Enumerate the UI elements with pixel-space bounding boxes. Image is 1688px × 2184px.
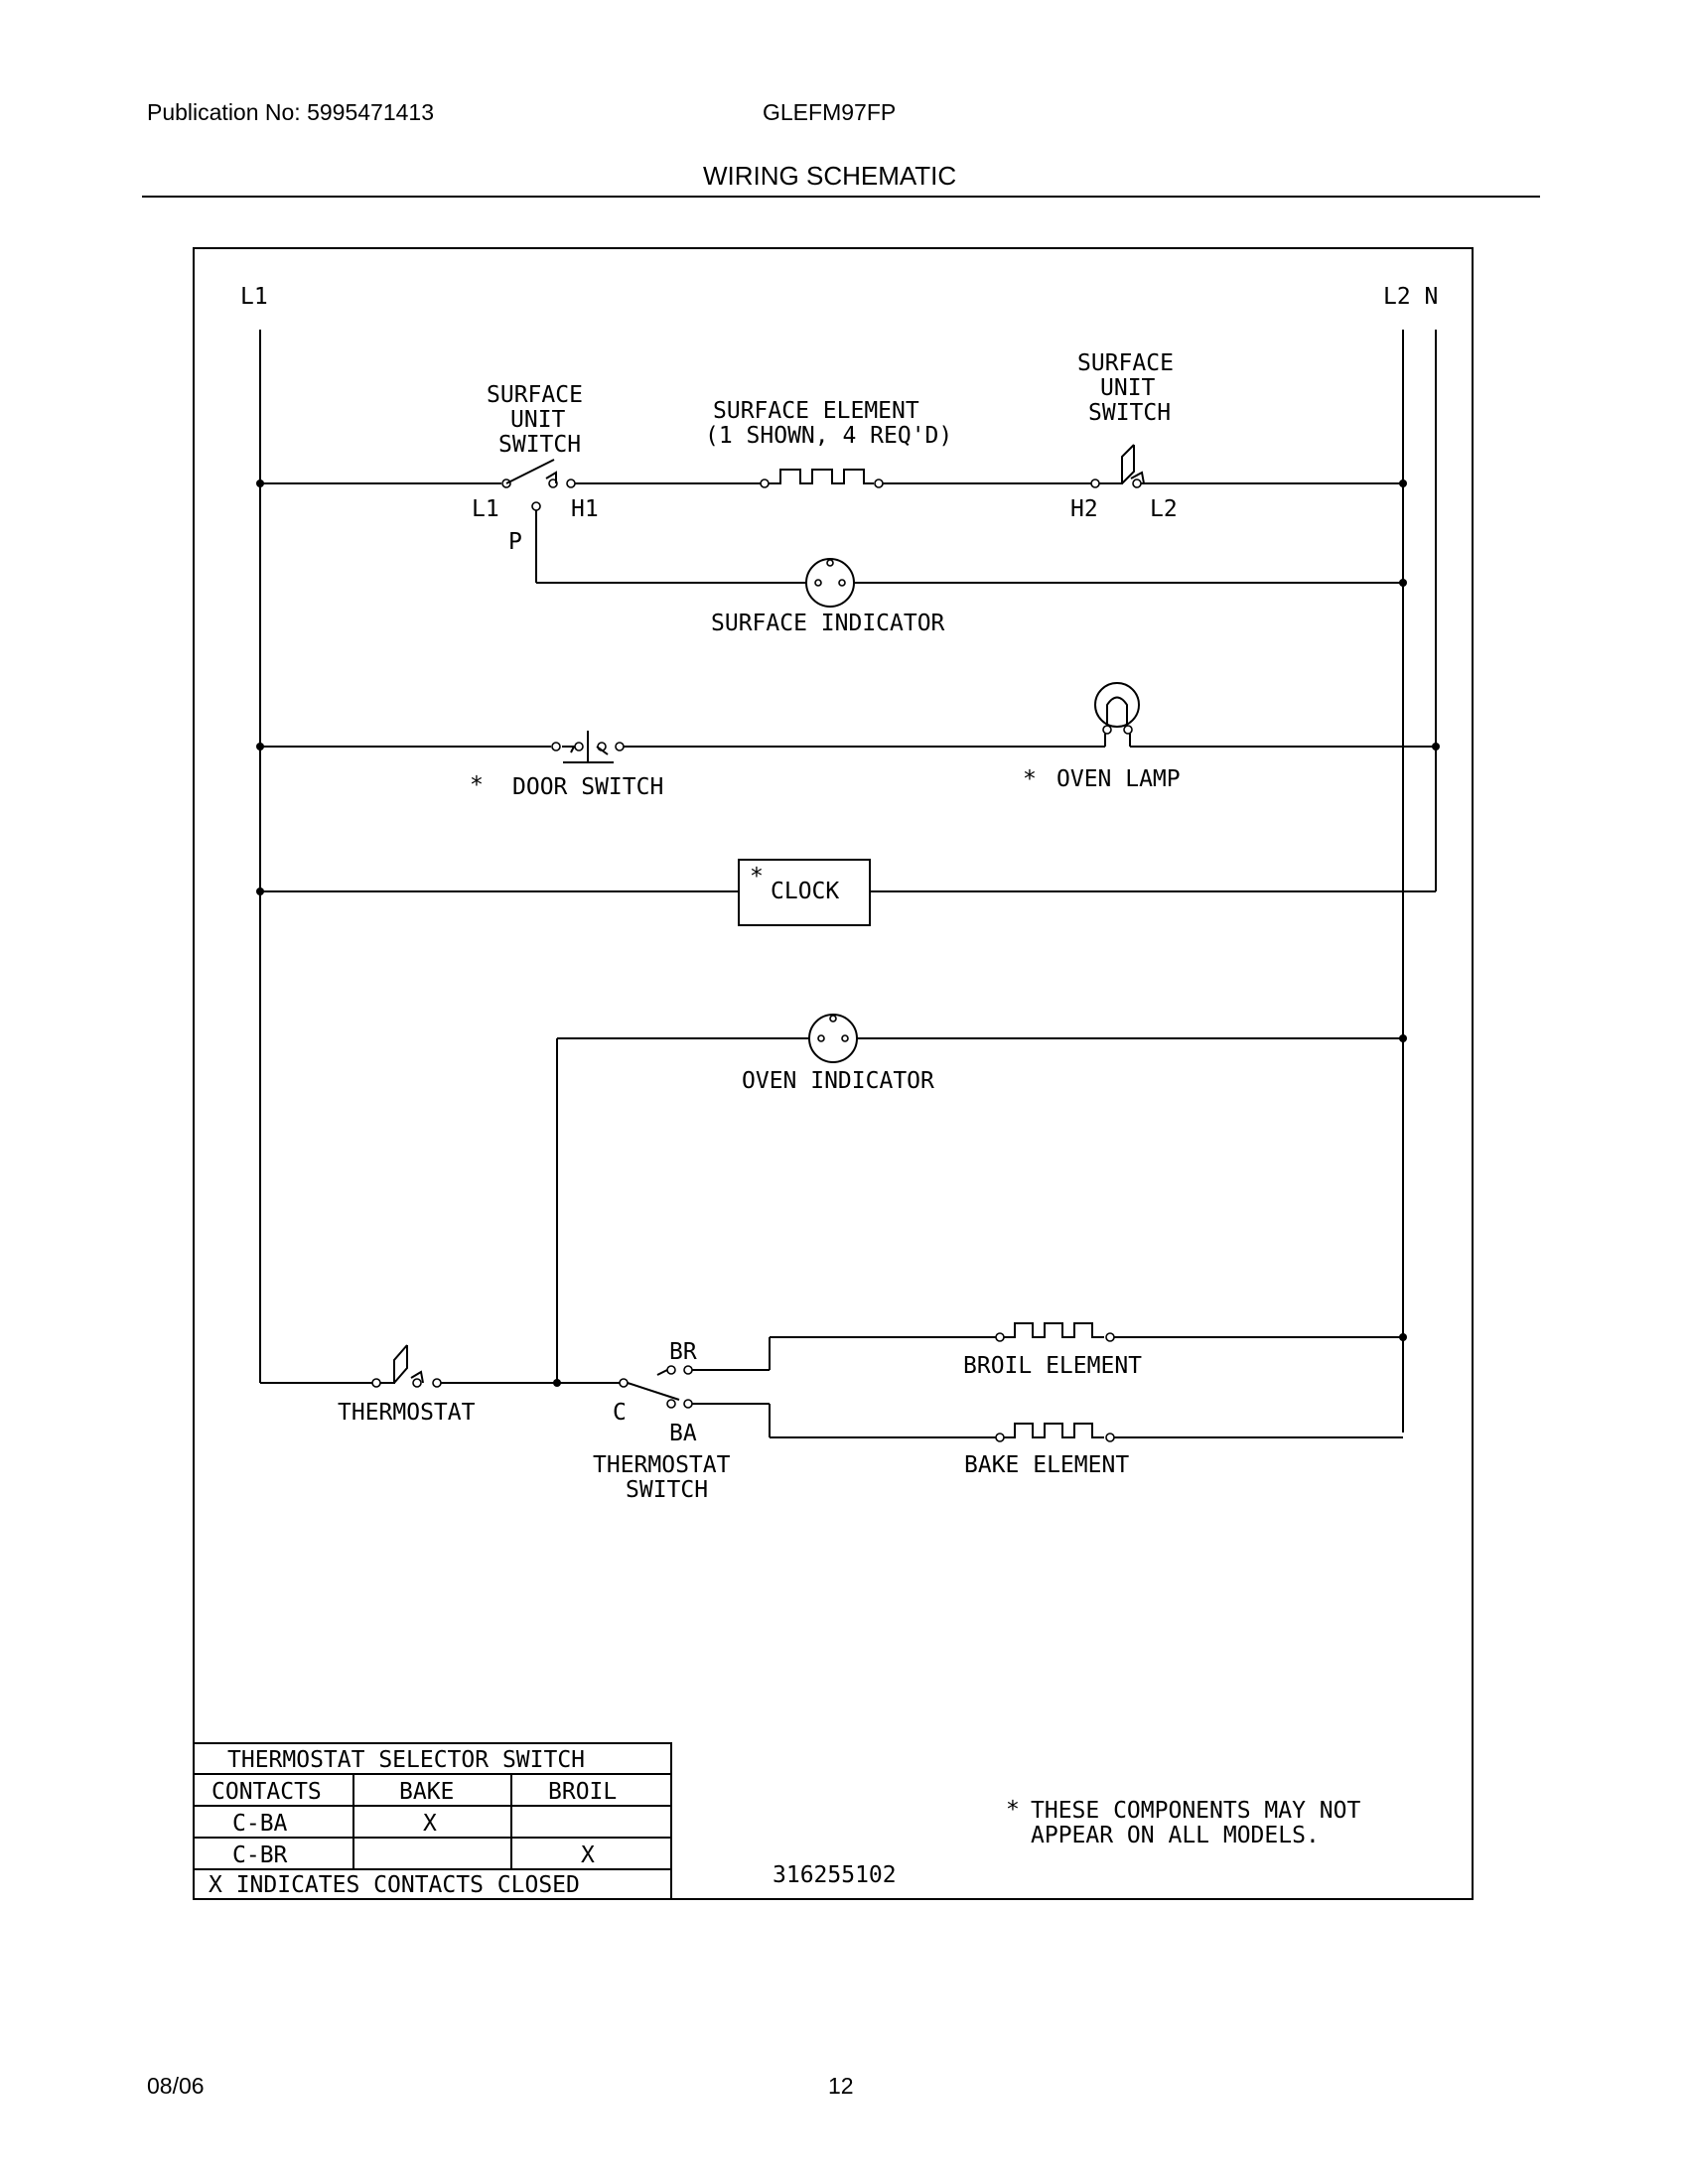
surface-indicator-label: SURFACE INDICATOR: [711, 611, 945, 636]
terminal-l2: L2: [1150, 496, 1178, 522]
selector-row2-contacts: C-BR: [232, 1843, 288, 1868]
schematic-frame: [193, 247, 1474, 1900]
oven-lamp-asterisk: *: [1023, 766, 1037, 792]
door-switch-asterisk: *: [470, 772, 484, 798]
surface-switch-right-line1: SURFACE: [1077, 350, 1174, 376]
broil-element-label: BROIL ELEMENT: [963, 1353, 1142, 1379]
selector-table-legend: X INDICATES CONTACTS CLOSED: [209, 1872, 580, 1898]
selector-header-broil: BROIL: [548, 1779, 617, 1805]
surface-switch-left-line3: SWITCH: [498, 432, 581, 458]
oven-lamp: * OVEN LAMP: [1023, 682, 1440, 792]
page-number: 12: [828, 2073, 854, 2099]
surface-switch-right-line3: SWITCH: [1088, 400, 1171, 426]
surface-indicator-circuit: SURFACE INDICATOR: [535, 510, 1407, 636]
thermostat-switch-line1: THERMOSTAT: [593, 1452, 731, 1478]
terminal-c: C: [613, 1400, 627, 1426]
header-rule: [142, 196, 1540, 198]
oven-lamp-label: OVEN LAMP: [1056, 766, 1181, 792]
note-line1: THESE COMPONENTS MAY NOT: [1031, 1798, 1360, 1824]
thermostat-switch-line2: SWITCH: [626, 1477, 708, 1503]
surface-element-line2: (1 SHOWN, 4 REQ'D): [705, 423, 952, 449]
terminal-br: BR: [669, 1339, 697, 1365]
terminal-ba: BA: [669, 1421, 697, 1446]
rail-right-label: L2 N: [1383, 284, 1438, 310]
selector-row1-bake: X: [423, 1811, 437, 1837]
rail-left-label: L1: [240, 284, 268, 310]
clock-label: CLOCK: [771, 879, 839, 904]
selector-row2-broil: X: [581, 1843, 595, 1868]
surface-element-line1: SURFACE ELEMENT: [713, 398, 919, 424]
selector-row1-contacts: C-BA: [232, 1811, 288, 1837]
clock-circuit: * CLOCK: [256, 859, 1436, 926]
surface-element-label: SURFACE ELEMENT (1 SHOWN, 4 REQ'D): [705, 398, 952, 449]
page-title: WIRING SCHEMATIC: [703, 161, 957, 191]
selector-header-bake: BAKE: [399, 1779, 454, 1805]
oven-indicator-circuit: OVEN INDICATOR: [556, 1014, 1407, 1383]
part-number: 316255102: [773, 1862, 897, 1888]
bake-element-label: BAKE ELEMENT: [964, 1452, 1129, 1478]
selector-header-contacts: CONTACTS: [211, 1779, 322, 1805]
surface-switch-left-line2: UNIT: [510, 407, 566, 433]
selector-table-title: THERMOSTAT SELECTOR SWITCH: [227, 1747, 585, 1773]
terminal-h2: H2: [1070, 496, 1098, 522]
oven-heating-circuit: THERMOSTAT BR C BA THERMOSTAT SWITCH BRO…: [260, 1322, 1407, 1503]
door-switch-circuit: * DOOR SWITCH: [256, 731, 1105, 800]
footer-date: 08/06: [147, 2073, 205, 2099]
note-line2: APPEAR ON ALL MODELS.: [1031, 1823, 1320, 1848]
publication-number: Publication No: 5995471413: [147, 99, 435, 125]
terminal-l1: L1: [472, 496, 499, 522]
thermostat-label: THERMOSTAT: [338, 1400, 476, 1426]
surface-element-circuit: [256, 444, 1407, 488]
clock-asterisk: *: [750, 864, 764, 889]
surface-unit-switch-right: SURFACE UNIT SWITCH H2 L2: [1070, 350, 1178, 522]
oven-indicator-label: OVEN INDICATOR: [742, 1068, 934, 1094]
door-switch-label: DOOR SWITCH: [512, 774, 663, 800]
note-asterisk: *: [1006, 1797, 1020, 1823]
model-number: GLEFM97FP: [763, 99, 897, 125]
terminal-h1: H1: [571, 496, 599, 522]
surface-unit-switch-left: SURFACE UNIT SWITCH L1 H1 P: [472, 382, 599, 555]
surface-switch-right-line2: UNIT: [1100, 375, 1156, 401]
selector-table: THERMOSTAT SELECTOR SWITCH CONTACTS BAKE…: [193, 1742, 672, 1900]
surface-switch-left-line1: SURFACE: [487, 382, 583, 408]
terminal-p: P: [508, 529, 522, 555]
